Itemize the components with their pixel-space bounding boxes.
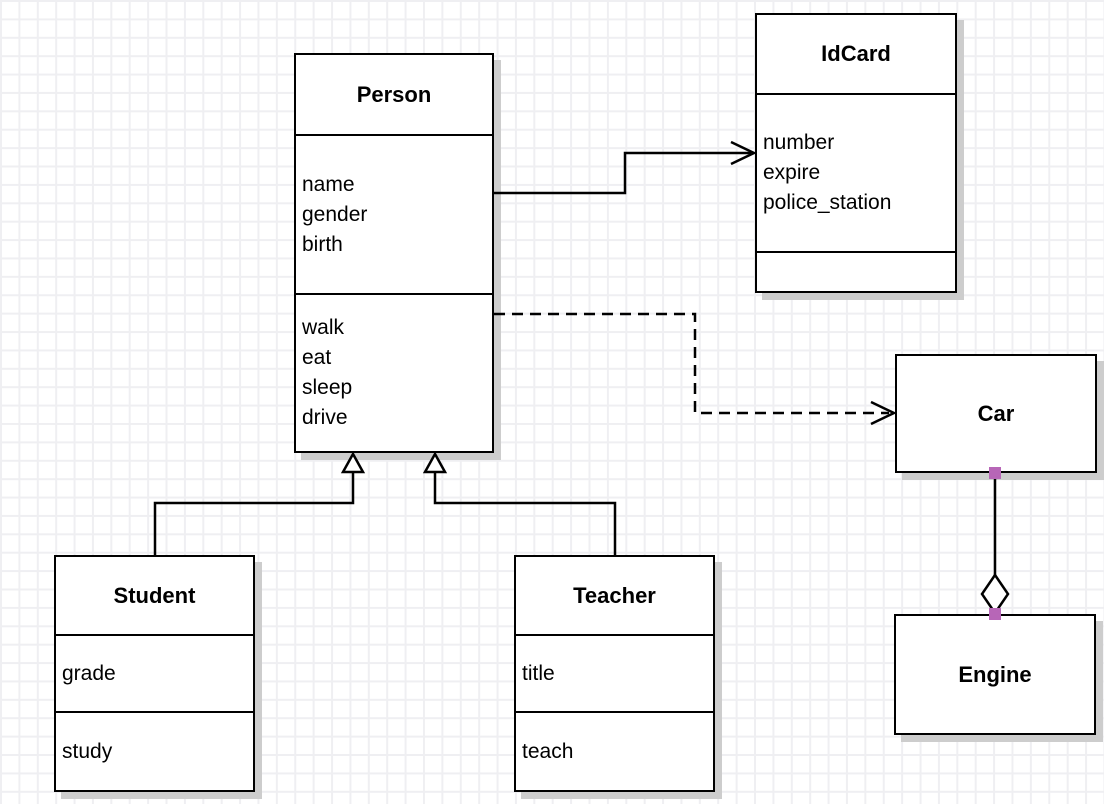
method: drive	[302, 406, 348, 429]
edge-person-car-dependency[interactable]	[494, 312, 897, 426]
person-methods-section: walk eat sleep drive	[296, 293, 492, 451]
edge-person-idcard-association[interactable]	[494, 140, 757, 195]
idcard-attributes-section: number expire police_station	[757, 93, 955, 251]
edge-car-engine-aggregation[interactable]	[980, 467, 1010, 620]
class-title-person: Person	[356, 81, 432, 107]
class-title-student: Student	[113, 582, 196, 608]
class-title-idcard: IdCard	[821, 41, 891, 66]
attribute: police_station	[763, 191, 892, 214]
open-arrowhead-icon	[870, 400, 897, 426]
class-box-engine[interactable]: Engine	[894, 614, 1096, 735]
class-box-person[interactable]: Person name gender birth walk eat sleep …	[294, 53, 494, 453]
edge-teacher-person-generalization[interactable]	[422, 451, 617, 555]
attribute: expire	[763, 161, 821, 184]
edge-student-person-generalization[interactable]	[153, 451, 366, 555]
student-attributes-section: grade	[56, 634, 253, 711]
class-box-car[interactable]: Car	[895, 354, 1097, 473]
attribute: name	[302, 172, 355, 196]
attribute: gender	[302, 202, 368, 226]
method: walk	[302, 316, 345, 339]
teacher-methods-section: teach	[516, 711, 713, 790]
attribute: number	[763, 131, 835, 154]
class-title-engine: Engine	[958, 661, 1032, 687]
hollow-diamond-icon	[980, 572, 1010, 616]
person-attributes-section: name gender birth	[296, 134, 492, 293]
hollow-triangle-icon	[422, 451, 448, 474]
teacher-attributes-section: title	[516, 634, 713, 711]
class-title-car: Car	[977, 400, 1015, 426]
class-box-teacher[interactable]: Teacher title teach	[514, 555, 715, 792]
class-box-student[interactable]: Student grade study	[54, 555, 255, 792]
class-box-idcard[interactable]: IdCard number expire police_station	[755, 13, 957, 293]
method: teach	[522, 739, 574, 763]
class-title-teacher: Teacher	[573, 582, 656, 608]
idcard-methods-section	[757, 251, 955, 291]
attribute: title	[522, 661, 555, 685]
student-methods-section: study	[56, 711, 253, 790]
method: sleep	[302, 376, 353, 399]
open-arrowhead-icon	[730, 140, 757, 166]
method: eat	[302, 346, 332, 369]
attribute: birth	[302, 232, 343, 256]
hollow-triangle-icon	[340, 451, 366, 474]
method: study	[62, 739, 113, 763]
attribute: grade	[62, 661, 116, 685]
